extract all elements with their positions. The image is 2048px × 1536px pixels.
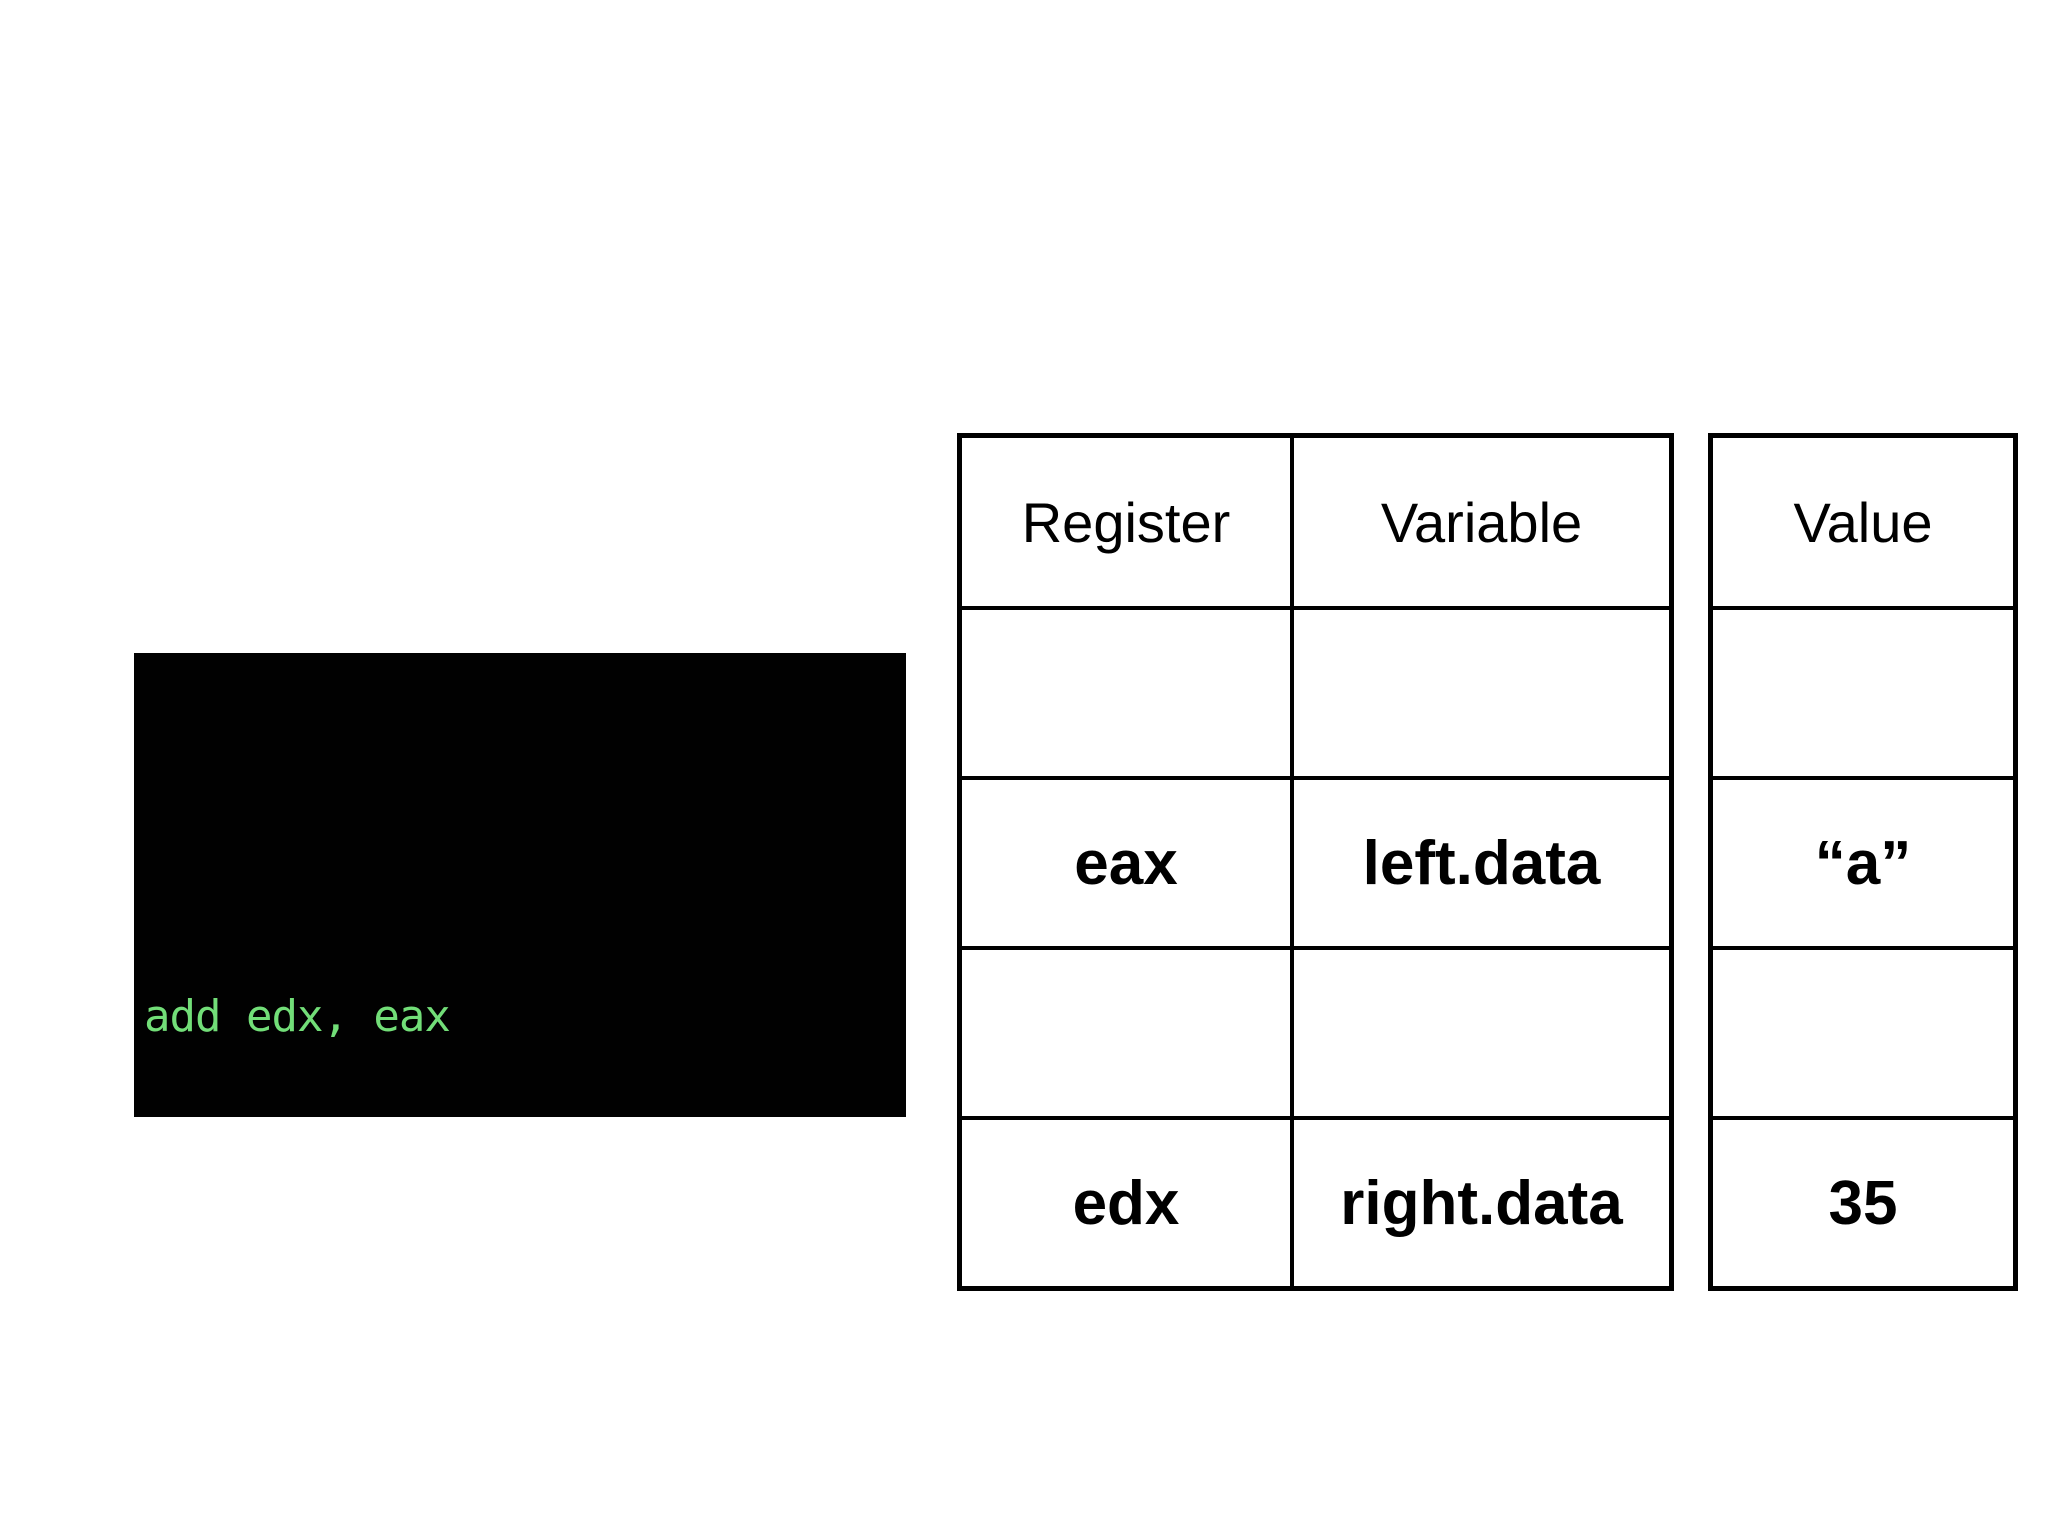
table-header-row: Value xyxy=(1713,438,2013,606)
table-row: edx right.data xyxy=(962,1116,1669,1286)
value-cell xyxy=(1713,610,2013,776)
value-cell xyxy=(1713,950,2013,1116)
table-row: eax left.data xyxy=(962,776,1669,946)
value-cell: 35 xyxy=(1828,1168,1898,1238)
value-table: Value “a” 35 xyxy=(1708,433,2018,1291)
register-cell: edx xyxy=(1072,1168,1180,1238)
table-row: “a” xyxy=(1713,776,2013,946)
table-row xyxy=(1713,606,2013,776)
table-header-row: Register Variable xyxy=(962,438,1669,606)
variable-cell: right.data xyxy=(1290,1120,1669,1286)
register-variable-table: Register Variable eax left.data edx righ… xyxy=(957,433,1674,1291)
table-row xyxy=(962,946,1669,1116)
register-cell: eax xyxy=(1074,828,1178,898)
register-cell xyxy=(962,610,1290,776)
register-cell xyxy=(962,950,1290,1116)
register-column-header: Register xyxy=(1021,490,1231,554)
variable-cell xyxy=(1290,610,1669,776)
table-row xyxy=(1713,946,2013,1116)
variable-cell xyxy=(1290,950,1669,1116)
table-row: 35 xyxy=(1713,1116,2013,1286)
assembly-instruction: add edx, eax xyxy=(144,991,451,1042)
variable-cell: left.data xyxy=(1290,780,1669,946)
table-row xyxy=(962,606,1669,776)
terminal-window: add edx, eax xyxy=(134,653,906,1117)
value-column-header: Value xyxy=(1793,490,1933,554)
variable-column-header: Variable xyxy=(1290,438,1669,606)
value-cell: “a” xyxy=(1814,828,1912,898)
